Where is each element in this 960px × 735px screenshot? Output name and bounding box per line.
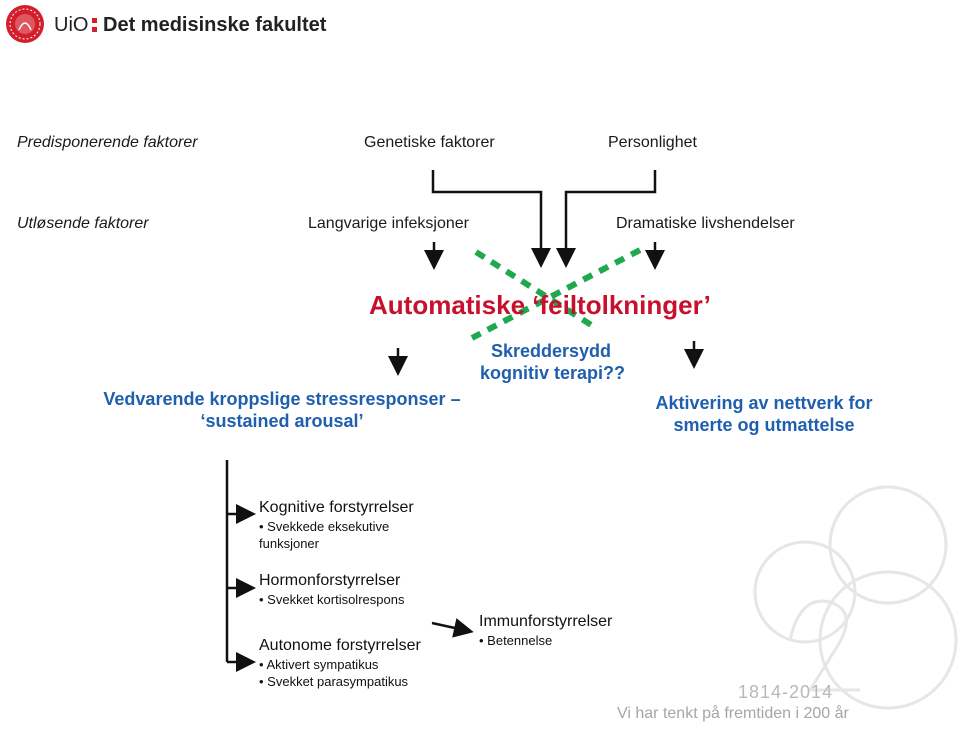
autonomic-disturbances-title: Autonome forstyrrelser [259, 637, 421, 654]
cognitive-disturbances-title: Kognitive forstyrrelser [259, 499, 414, 516]
dramatic-life-events: Dramatiske livshendelser [616, 215, 795, 232]
immune-disturbances-title: Immunforstyrrelser [479, 613, 613, 630]
network-activation-line-1: Aktivering av nettverk for [655, 393, 873, 413]
bicentennial-years: 1814-2014 [738, 682, 834, 702]
autonomic-bullet-2: • Svekket parasympatikus [259, 674, 409, 689]
genetic-factors: Genetiske faktorer [364, 134, 495, 151]
uio-colon-mark [92, 18, 97, 32]
stress-response-line-1: Vedvarende kroppslige stressresponser – [103, 389, 461, 409]
personality: Personlighet [608, 134, 697, 151]
cognitive-bullet-line-1: • Svekkede eksekutive [259, 519, 390, 534]
autonomic-bullet-1: • Aktivert sympatikus [259, 657, 379, 672]
bicentennial-tagline: Vi har tenkt på fremtiden i 200 år [617, 705, 849, 722]
therapy-line-1: Skreddersydd [491, 341, 612, 361]
stress-response-line-2: ‘sustained arousal’ [200, 411, 364, 431]
therapy-line-2: kognitiv terapi?? [480, 363, 626, 383]
immune-bullet: • Betennelse [479, 633, 553, 648]
triggering-factors-label: Utløsende faktorer [17, 215, 149, 232]
automatic-misinterpretations: Automatiske ‘feiltolkninger’ [369, 290, 711, 320]
hormone-disturbances-title: Hormonforstyrrelser [259, 572, 401, 589]
faculty-name: Det medisinske fakultet [103, 14, 327, 36]
prolonged-infections: Langvarige infeksjoner [308, 215, 469, 232]
network-activation-line-2: smerte og utmattelse [673, 415, 855, 435]
uio-seal-logo [5, 4, 45, 44]
cognitive-bullet-line-2: funksjoner [259, 536, 319, 551]
uio-wordmark: UiO [54, 14, 89, 36]
predisposing-factors-label: Predisponerende faktorer [17, 134, 198, 151]
hormone-bullet: • Svekket kortisolrespons [259, 592, 405, 607]
